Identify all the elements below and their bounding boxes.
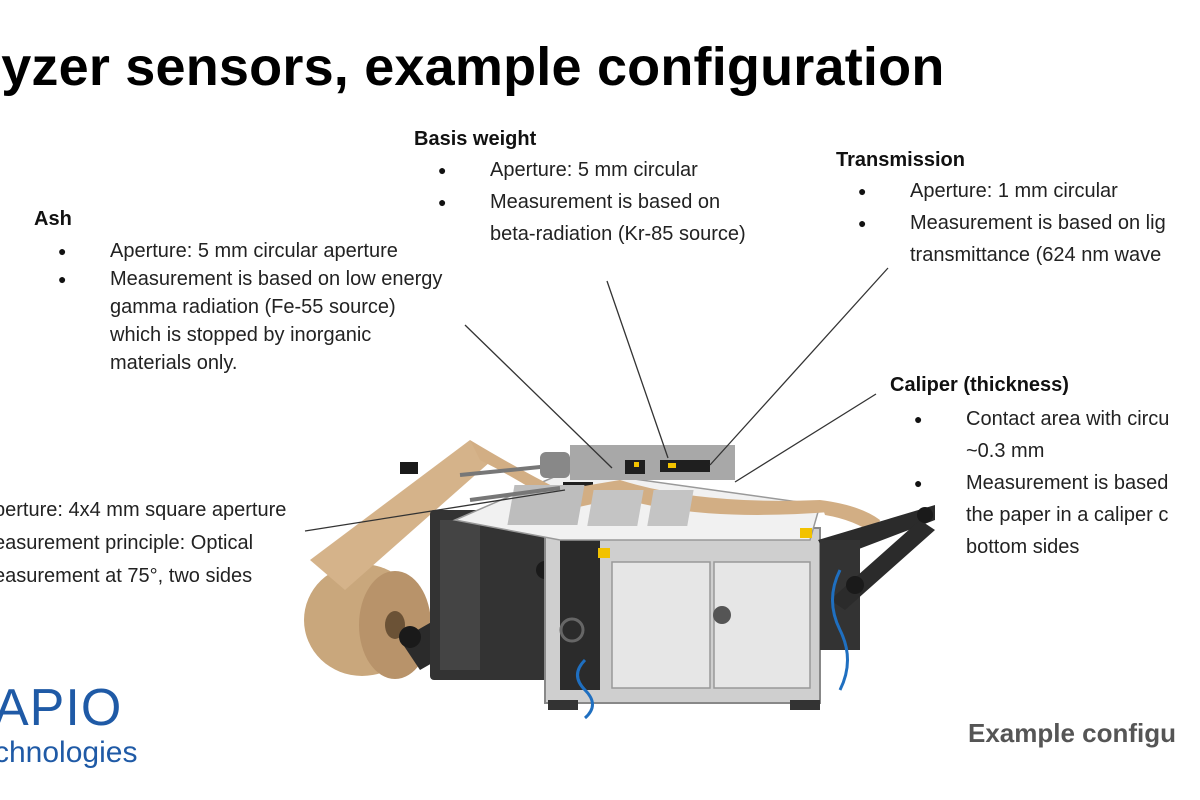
ash-sensor-block: Ash ● Aperture: 5 mm circular aperture ● M… [34,208,442,377]
transmission-title: Transmission [836,149,965,171]
bullet-text: Measurement is based on lig [910,212,1166,234]
bullet-item: ● Measurement is based on [438,186,746,218]
bullet-item: ● Aperture: 5 mm circular aperture [58,237,442,265]
bullet-text: transmittance (624 nm wave [910,244,1162,266]
bullet-dot-icon: ● [858,183,867,199]
bullet-item: ● Measurement is based [914,467,1169,499]
bullet-continuation: beta-radiation (Kr-85 source) [490,218,746,250]
optical-lines: perture: 4x4 mm square aperture easureme… [0,494,286,593]
page-title: lyzer sensors, example configuration [0,37,945,97]
transmission-bullets: ● Aperture: 1 mm circular ● Measurement is… [858,175,1166,271]
bullet-continuation: transmittance (624 nm wave [910,239,1166,271]
leader-line-transmission [709,267,889,466]
basis-weight-title: Basis weight [414,128,537,150]
bullet-text: Measurement is based on low energy [110,268,443,290]
bullet-continuation: materials only. [110,349,442,377]
bullet-continuation: gamma radiation (Fe-55 source) [110,293,442,321]
ash-title: Ash [34,208,72,230]
bullet-item: ● Measurement is based on lig [858,207,1166,239]
bullet-continuation: which is stopped by inorganic [110,321,442,349]
left-frame [399,510,560,680]
bullet-dot-icon: ● [58,243,67,259]
bullet-dot-icon: ● [858,215,867,231]
bullet-dot-icon: ● [914,411,923,427]
blue-cable [576,658,594,720]
ash-bullets: ● Aperture: 5 mm circular aperture ● Measu… [58,237,443,377]
bullet-text: bottom sides [966,536,1080,558]
footer-caption: Example configu [968,718,1177,748]
basis-weight-bullets: ● Aperture: 5 mm circular ● Measurement is… [438,154,746,250]
bullet-continuation: ~0.3 mm [966,435,1169,467]
bullet-continuation: the paper in a caliper c [966,499,1169,531]
transmission-sensor-block: Transmission ● Aperture: 1 mm circular ● M… [836,149,1166,271]
bullet-text-line: easurement at 75°, two sides [0,565,253,587]
leader-lines [304,267,889,532]
bullet-text-line: perture: 4x4 mm square aperture [0,499,287,521]
cabinet [544,527,821,710]
bullet-text: materials only. [110,352,238,374]
bullet-text: Measurement is based [966,472,1169,494]
bullet-item: ● Aperture: 5 mm circular [438,154,746,186]
bullet-text: Measurement is based on [490,191,721,213]
logo-subtext: chnologies [0,736,138,769]
bullet-text: beta-radiation (Kr-85 source) [490,223,746,245]
guide-rails [400,452,694,526]
bullet-text: the paper in a caliper c [966,504,1169,526]
basis-weight-sensor-block: Basis weight ● Aperture: 5 mm circular ● M… [414,128,746,250]
bullet-dot-icon: ● [914,475,923,491]
bullet-text: Aperture: 5 mm circular [490,159,698,181]
bullet-text: Aperture: 1 mm circular [910,180,1118,202]
bullet-text: which is stopped by inorganic [110,324,372,346]
bullet-text: Contact area with circu [966,408,1170,430]
bullet-item: ● Aperture: 1 mm circular [858,175,1166,207]
company-logo: APIO chnologies [0,680,137,770]
bullet-dot-icon: ● [438,162,447,178]
leader-line-caliper [734,393,877,483]
optical-sensor-block: perture: 4x4 mm square aperture easureme… [0,494,286,593]
bullet-continuation: bottom sides [966,531,1169,563]
caliper-bullets: ● Contact area with circu ~0.3 mm ● Measur… [914,403,1170,563]
bullet-item: ● Measurement is based on low energy [58,265,443,293]
logo-wordmark: APIO [0,679,123,737]
bullet-dot-icon: ● [438,194,447,210]
right-frame [818,505,935,691]
leader-line-optical [304,489,566,532]
bullet-text: gamma radiation (Fe-55 source) [110,296,396,318]
bullet-item: ● Contact area with circu [914,403,1170,435]
caliper-sensor-block: Caliper (thickness) ● Contact area with c… [890,374,1169,563]
bullet-dot-icon: ● [58,271,67,287]
caliper-title: Caliper (thickness) [890,374,1069,396]
bullet-text: Aperture: 5 mm circular aperture [110,240,398,262]
leader-line-ash [464,324,613,469]
leader-line-basis-weight [606,280,669,459]
bullet-text-line: easurement principle: Optical [0,532,254,554]
bullet-text: ~0.3 mm [966,440,1045,462]
